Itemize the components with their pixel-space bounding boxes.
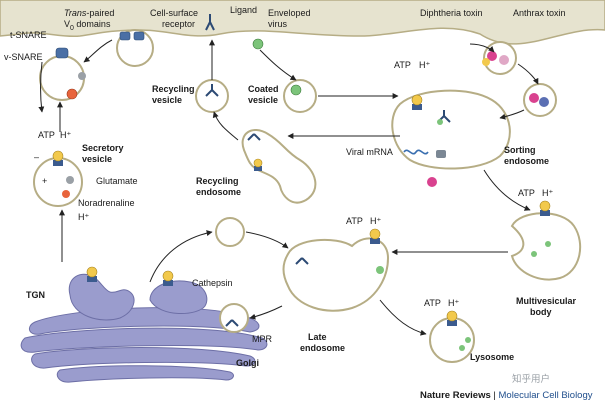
coated-vesicle-label-1: Coated (248, 84, 279, 94)
cell-surface-label: Cell-surface (150, 8, 199, 18)
membrane-potential-plus: + (42, 176, 48, 186)
recycling-endosome (241, 129, 317, 204)
v-atpase-lysosome (446, 310, 458, 326)
late-endosome (282, 237, 390, 312)
diphtheria-toxin-label: Diphtheria toxin (420, 8, 483, 18)
v-atpase-mvb (539, 200, 551, 216)
cathepsin-label: Cathepsin (192, 278, 233, 288)
v0-domains-text: domains (73, 19, 111, 29)
cargo-particles (62, 38, 551, 351)
trans-suffix: -paired (86, 8, 115, 18)
v-atpase-tgn (86, 266, 98, 282)
glutamate-label: Glutamate (96, 176, 138, 186)
h-label-sorting: H⁺ (419, 60, 431, 70)
v-atpase-sorting (411, 94, 423, 110)
golgi-transport-vesicle (215, 217, 245, 247)
mpr-label: MPR (252, 334, 272, 344)
h-label-mvb: H⁺ (542, 188, 554, 198)
viral-mrna-label: Viral mRNA (346, 147, 393, 157)
credit-separator: | (490, 390, 499, 401)
anthrax-toxin-label: Anthrax toxin (513, 8, 566, 18)
h-label-late: H⁺ (370, 216, 382, 226)
multivesicular-body-label-1: Multivesicular (516, 296, 577, 306)
atp-label-sorting: ATP (394, 60, 411, 70)
v0-subscript: 0 (70, 24, 74, 32)
h-label-secretory: H⁺ (60, 130, 72, 140)
tgn-label: TGN (26, 290, 45, 300)
sorting-endosome-label-2: endosome (504, 156, 550, 166)
atp-label-lysosome: ATP (424, 298, 441, 308)
recycling-endosome-label-2: endosome (196, 187, 242, 197)
late-endosome-label-2: endosome (300, 343, 346, 353)
secretory-vesicle-label-2: vesicle (82, 154, 113, 164)
recycling-vesicle-label-2: vesicle (152, 95, 183, 105)
enveloped-label: Enveloped (268, 8, 311, 18)
toxin-particles (482, 51, 549, 107)
journal-credit: Nature Reviews | Molecular Cell Biology (420, 390, 593, 401)
late-endosome-label-1: Late (308, 332, 327, 342)
sorting-endosome-label-1: Sorting (504, 145, 536, 155)
noradrenaline-label: Noradrenaline (78, 198, 135, 208)
membrane-potential-minus: – (34, 152, 40, 162)
snare-complex (55, 31, 145, 59)
watermark: 知乎用户 (512, 374, 551, 385)
secretory-vesicle-label-1: Secretory (82, 143, 124, 153)
v-atpase-recycling-endosome (253, 158, 263, 171)
coated-vesicle (283, 79, 317, 113)
atp-label-late: ATP (346, 216, 363, 226)
transporter-icon (436, 150, 446, 158)
tsnare-docked-vesicle (39, 55, 85, 101)
recycling-vesicle-label-1: Recycling (152, 84, 195, 94)
atp-label-mvb: ATP (518, 188, 535, 198)
trans-italic: Trans (64, 8, 87, 18)
v-atpase-secretory (52, 150, 64, 166)
journal-name: Nature Reviews (420, 390, 491, 401)
v-atpase-late-endosome (369, 228, 381, 244)
t-snare-label: t-SNARE (10, 30, 47, 40)
multivesicular-body (510, 212, 582, 281)
v0-domains-label: V0 domains (64, 19, 110, 34)
coated-vesicle-label-2: vesicle (248, 95, 279, 105)
ligand-label: Ligand (230, 5, 258, 15)
h-label-lysosome: H⁺ (448, 298, 460, 308)
recycling-endosome-label-1: Recycling (196, 176, 239, 186)
virus-label: virus (268, 19, 288, 29)
mpr-vesicle (219, 303, 249, 333)
trafficking-arrows (38, 39, 539, 336)
sorting-endosome (391, 89, 511, 170)
v-snare-label: v-SNARE (4, 52, 43, 62)
lysosome-label: Lysosome (470, 352, 515, 362)
v0-v: V (64, 19, 71, 29)
multivesicular-body-label-2: body (530, 307, 552, 317)
journal-section: Molecular Cell Biology (498, 390, 593, 401)
golgi-label: Golgi (236, 358, 259, 368)
v-atpase-golgi (162, 270, 174, 286)
atp-label-secretory: ATP (38, 130, 55, 140)
viral-mrna-strand (403, 149, 429, 155)
receptor-label: receptor (162, 19, 196, 29)
h-label-noradrenaline: H⁺ (78, 212, 90, 222)
trans-paired-label: Trans-paired (64, 8, 114, 18)
